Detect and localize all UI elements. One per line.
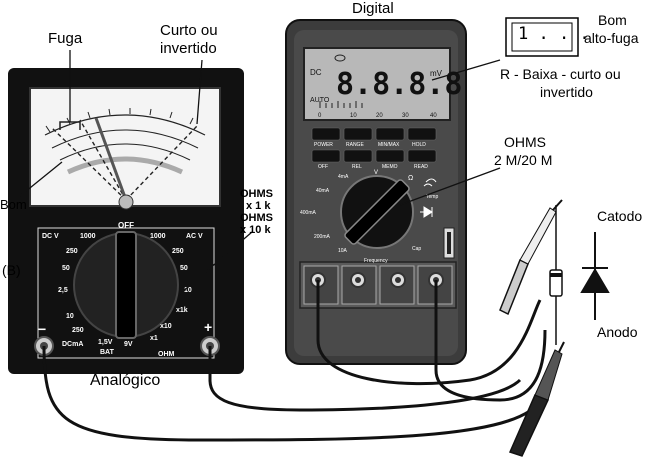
fuga-label: Fuga [48, 30, 83, 47]
dial-label: 50 [62, 265, 70, 272]
ohms-x1k-line1: OHMS [240, 188, 273, 200]
lcd-display [303, 47, 451, 121]
dial-label: 250 [72, 327, 84, 334]
dial-label: 400mA [300, 210, 317, 216]
dial-label: Cap [412, 246, 421, 252]
r-baixa-label-line2: invertido [540, 84, 593, 100]
button-label: POWER [314, 142, 333, 148]
minmax-button [375, 127, 405, 141]
hold-button [407, 127, 437, 141]
dial-label: 40mA [316, 188, 330, 194]
digital-multimeter [285, 19, 467, 365]
test-leads [42, 280, 547, 442]
ohms-digital-line2: 2 M/20 M [494, 152, 553, 168]
ohms-x10k-line2: x 10 k [240, 224, 271, 236]
dial-label: BAT [100, 349, 115, 356]
analog-scale-window [29, 87, 221, 207]
dial-label: 2,5 [58, 287, 68, 294]
lcd-digits: 8.8.8.8 [336, 67, 462, 102]
dial-label: x10 [160, 323, 172, 330]
sound-icon [423, 178, 437, 187]
ohms-x1k-line2: x 1 k [246, 200, 271, 212]
dial-label: 1,5V [98, 339, 113, 346]
dial-label: Ω [408, 175, 413, 182]
analogico-label: Analógico [90, 372, 161, 389]
dial-label: x1k [176, 307, 188, 314]
button-label: MEMO [382, 164, 398, 170]
minus-sign: − [38, 321, 46, 337]
range-button [343, 127, 373, 141]
dial-label: x1 [150, 335, 158, 342]
dial-label: 1000 [80, 233, 96, 240]
dial-label: 9V [124, 341, 133, 348]
off-button [311, 149, 341, 163]
dial-label: 50 [180, 265, 188, 272]
lcd-unit: mV [430, 69, 443, 78]
bom-inset-label-line1: Bom [598, 12, 627, 28]
diode-component [549, 205, 563, 345]
diode-symbol-icon [420, 206, 433, 218]
dial-label: 10A [338, 248, 348, 254]
dial-label: DCmA [62, 341, 83, 348]
curto-label-line1: Curto ou [160, 22, 218, 39]
dial-label: Frequency [364, 258, 388, 264]
r-baixa-label-line1: R - Baixa - curto ou [500, 66, 621, 82]
rel-button [343, 149, 373, 163]
dial-label: OFF [118, 221, 134, 230]
dial-label: 4mA [338, 174, 349, 180]
bom-label: Bom [0, 197, 27, 212]
dial-label: 10 [66, 313, 74, 320]
analog-dial-labels: DC V 1000 OFF 1000 AC V 250 50 2,5 250 5… [38, 221, 212, 358]
digital-title: Digital [352, 0, 394, 17]
analog-dial-pointer [115, 231, 137, 339]
analog-needle [94, 117, 128, 201]
button-label: HOLD [412, 142, 426, 148]
digital-dial-pointer [344, 179, 410, 245]
read-button [407, 149, 437, 163]
display-inset-text: 1 . . . [518, 24, 590, 44]
button-label: REL [352, 164, 362, 170]
dial-label: 1000 [150, 233, 166, 240]
ohms-x10k-line1: OHMS [240, 212, 273, 224]
lcd-scale: 20 [376, 113, 383, 119]
lcd-scale: 30 [402, 113, 409, 119]
dial-label: 10 [184, 287, 192, 294]
digital-labels: DC mV AUTO 8.8.8.8 0 10 20 30 40 POWER R… [300, 67, 462, 264]
lcd-auto: AUTO [310, 97, 330, 104]
b-marker: (B) [2, 262, 21, 278]
probe-black [508, 341, 565, 457]
button-label: MIN/MAX [378, 142, 400, 148]
analog-multimeter [8, 68, 244, 374]
memo-button [375, 149, 405, 163]
annotation-leaders [19, 50, 501, 295]
dial-label: DC V [42, 233, 59, 240]
lcd-scale: 40 [430, 113, 437, 119]
lcd-mode: DC [310, 68, 322, 77]
lcd-scale: 10 [350, 113, 357, 119]
dial-label: AC V [186, 233, 203, 240]
button-label: OFF [318, 164, 328, 170]
curto-label-line2: invertido [160, 40, 217, 57]
ohms-digital-line1: OHMS [504, 134, 546, 150]
button-label: READ [414, 164, 428, 170]
probe-red [499, 199, 563, 316]
lcd-scale: 0 [318, 113, 322, 119]
dial-label: V [374, 170, 378, 176]
bom-inset-label-line2: alto-fuga [584, 30, 639, 46]
dial-label: OHM [158, 351, 175, 358]
diode-symbol [580, 232, 610, 320]
needle-pivot [118, 194, 134, 210]
anodo-label: Anodo [597, 324, 638, 340]
dial-label: 200mA [314, 234, 331, 240]
power-button [311, 127, 341, 141]
plus-sign: + [204, 319, 212, 335]
catodo-label: Catodo [597, 208, 643, 224]
dial-label: 250 [66, 248, 78, 255]
button-label: RANGE [346, 142, 364, 148]
dial-label: Temp [426, 194, 438, 200]
dial-label: 250 [172, 248, 184, 255]
